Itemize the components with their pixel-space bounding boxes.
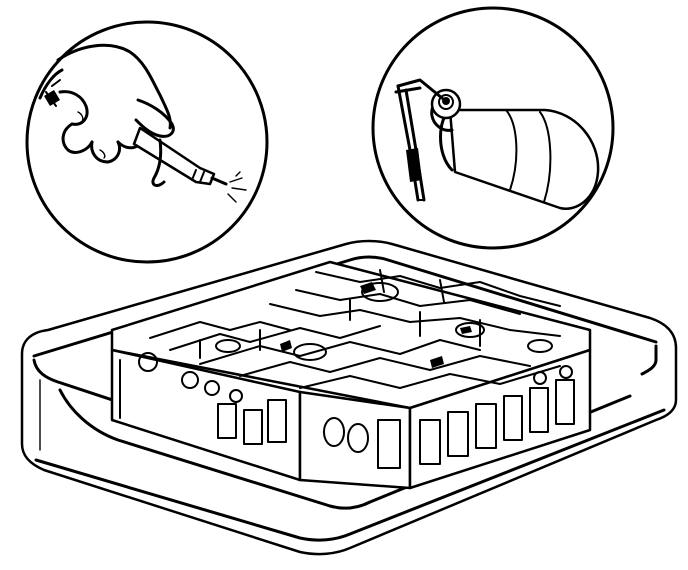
valve-endcaps-right	[419, 365, 575, 465]
valve-bores-left	[119, 352, 287, 445]
inset-left-border	[25, 20, 269, 264]
valve-bores-center	[323, 417, 401, 469]
inset-right-border	[371, 6, 615, 250]
inset-air-nozzle	[25, 20, 269, 264]
air-blow-nozzle-icon	[132, 126, 247, 203]
allen-wrench-icon	[394, 78, 444, 202]
valve-body-icon	[110, 260, 592, 490]
inset-solvent-bottle	[371, 6, 615, 250]
fluid-channels	[149, 269, 561, 389]
main-valve-body-in-tray	[20, 239, 678, 556]
solvent-bottle-icon	[430, 88, 600, 210]
hand-icon	[38, 43, 175, 164]
